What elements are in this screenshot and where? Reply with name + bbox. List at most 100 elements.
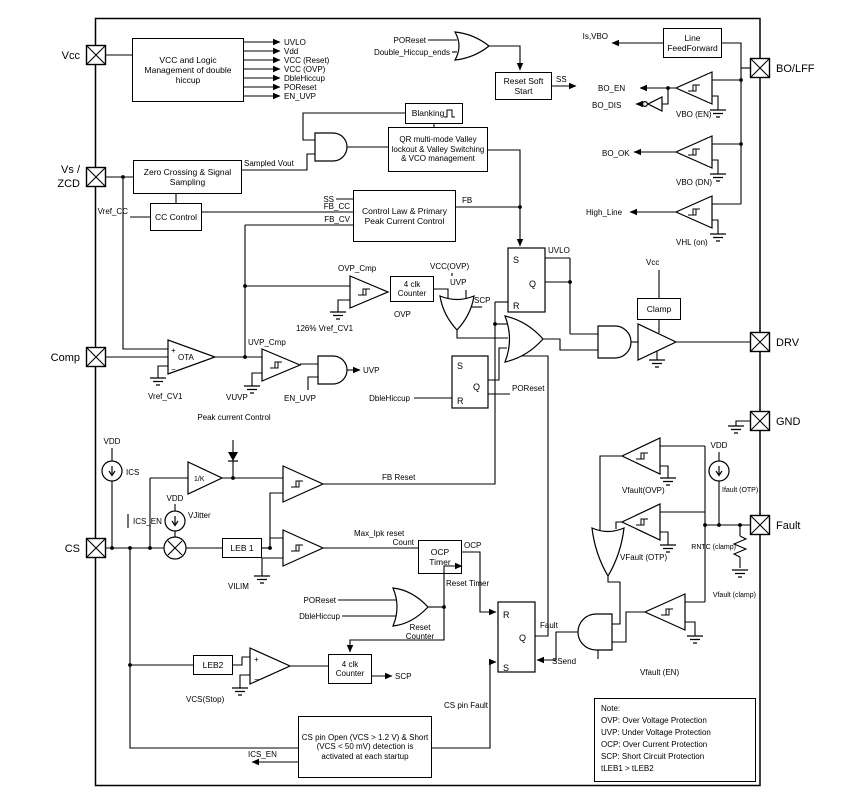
chip-outline (94, 17, 761, 787)
block-4clk-counter-bottom-label: 4 clk Counter (335, 659, 365, 678)
sr-latch-hiccup (451, 355, 489, 409)
scp-cmp-plus-sign: + (254, 655, 259, 664)
uvp-comparator (261, 348, 302, 382)
and-gate-blanking (314, 132, 348, 162)
label-v-fault-otp: VFault (OTP) (620, 553, 667, 562)
label-v-hl-on: VHL (on) (676, 238, 708, 247)
pin-label-fault: Fault (776, 520, 800, 532)
label-uvp-cmp: UVP_Cmp (248, 338, 286, 347)
block-cs-pin-open-label: CS pin Open (VCS > 1.2 V) & Short (VCS <… (301, 732, 429, 761)
sr-latch-main (507, 247, 546, 313)
block-ocp-timer-label: OCP Timer (429, 546, 451, 567)
note-line-uvp: UVP: Under Voltage Protection (601, 728, 711, 737)
label-ss-in: SS (323, 195, 334, 204)
inverter-bubble (641, 100, 648, 107)
high-line-comparator (674, 195, 713, 229)
junction-dots (110, 78, 743, 667)
block-cc-control-label: CC Control (154, 211, 198, 222)
label-fb-reset: FB Reset (382, 473, 416, 482)
ground-icon (709, 233, 727, 242)
block-4clk-counter-bottom: 4 clk Counter (328, 654, 372, 684)
label-ovp-cmp: OVP_Cmp (338, 264, 377, 273)
note-title: Note: (601, 704, 621, 713)
label-ota: OTA (178, 353, 195, 362)
note-line-ocp: OCP: Over Current Protection (601, 740, 708, 749)
bo-dis-inverter (646, 96, 663, 112)
label-v-fault-clamp: Vfault (clamp) (713, 592, 756, 599)
label-bo-en: BO_EN (598, 84, 625, 93)
latch-hiccup-q: Q (473, 382, 480, 392)
label-v-fault-en: Vfault (EN) (640, 668, 679, 677)
polarity-signs: + − + − (171, 346, 259, 684)
scp-comparator (249, 647, 292, 685)
latch-layer (451, 247, 546, 673)
label-ss-out: SS (556, 75, 567, 84)
block-clamp: Clamp (637, 298, 681, 320)
jitter-current-source-icon (164, 510, 186, 532)
label-uvlo-out: UVLO (284, 38, 306, 47)
label-ovp: OVP (394, 310, 411, 319)
ground-icon (659, 544, 677, 553)
bo-en-comparator (674, 71, 713, 105)
zcd-pin-icon (85, 166, 107, 188)
label-gain: 1/K (194, 476, 205, 483)
or-gate-fault (591, 527, 625, 578)
label-poreset-bot: POReset (304, 596, 337, 605)
drv-buffer (637, 323, 678, 361)
latch-main-r: R (513, 301, 520, 311)
ground-icon (329, 311, 347, 320)
label-bo-ok: BO_OK (602, 149, 630, 158)
scp-cmp-minus-sign: − (254, 675, 259, 684)
ics-current-source-icon (101, 460, 123, 482)
label-fb-cv: FB_CV (324, 215, 350, 224)
label-peak-current-control: Peak current Control (197, 413, 271, 422)
label-v-bo-dn: VBO (DN) (676, 178, 712, 187)
bo-ok-comparator (674, 135, 713, 169)
ground-icon (231, 687, 249, 696)
label-vdd-mid: VDD (167, 494, 184, 503)
ota-minus-sign: − (171, 365, 176, 374)
ota-triangle (167, 339, 217, 375)
ovp-comparator (349, 275, 390, 309)
label-count: Count (393, 538, 415, 547)
label-ss-end: SSend (552, 657, 576, 666)
and-gate-driver (597, 325, 632, 359)
ota-plus-sign: + (171, 346, 176, 355)
block-reset-soft-start: Reset Soft Start (495, 72, 552, 100)
ground-icon (727, 425, 745, 434)
block-vcc-management: VCC and Logic Management of double hiccu… (132, 38, 244, 102)
sr-latch-fault (497, 601, 536, 673)
label-v-jitter: VJitter (188, 511, 211, 520)
ground-icon (243, 385, 261, 394)
pin-labels: Vcc Vs / ZCD Comp CS BO/LFF DRV GND Faul… (51, 50, 815, 555)
latch-hiccup-r: R (457, 396, 464, 406)
latch-fault-q: Q (519, 633, 526, 643)
label-en-uvp: EN_UVP (284, 394, 316, 403)
label-double-hiccup-ends: Double_Hiccup_ends (374, 48, 450, 57)
block-blanking-label: Blanking (411, 108, 445, 119)
latch-letters: S Q R S Q R R Q S (457, 255, 536, 673)
ground-icon (709, 173, 727, 182)
comparator-layer (167, 71, 713, 685)
ground-icon (659, 477, 677, 486)
pin-label-comp: Comp (51, 352, 80, 364)
label-vcc-clamp: Vcc (646, 258, 659, 267)
label-en-uvp-out: EN_UVP (284, 92, 316, 101)
bo-lff-pin-icon (749, 57, 771, 79)
block-zero-crossing: Zero Crossing & Signal Sampling (133, 160, 242, 194)
and-gate-uvp (317, 355, 348, 385)
label-v-ilim: VILIM (228, 582, 249, 591)
label-i-cs: ICS (126, 468, 139, 477)
label-vdd-left: VDD (104, 437, 121, 446)
block-cc-control: CC Control (150, 203, 202, 231)
note-line-tleb: tLEB1 > tLEB2 (601, 764, 654, 773)
label-vdd-right: VDD (711, 441, 728, 450)
ground-icon (648, 359, 666, 368)
label-scp-top: SCP (474, 296, 490, 305)
blanking-pulse-icon (444, 109, 455, 118)
and-gate-fault (577, 613, 613, 651)
label-ocp: OCP (464, 541, 481, 550)
block-clamp-label: Clamp (646, 303, 672, 314)
label-is-vbo: Is,VBO (583, 32, 608, 41)
label-v-uvp: VUVP (226, 393, 248, 402)
